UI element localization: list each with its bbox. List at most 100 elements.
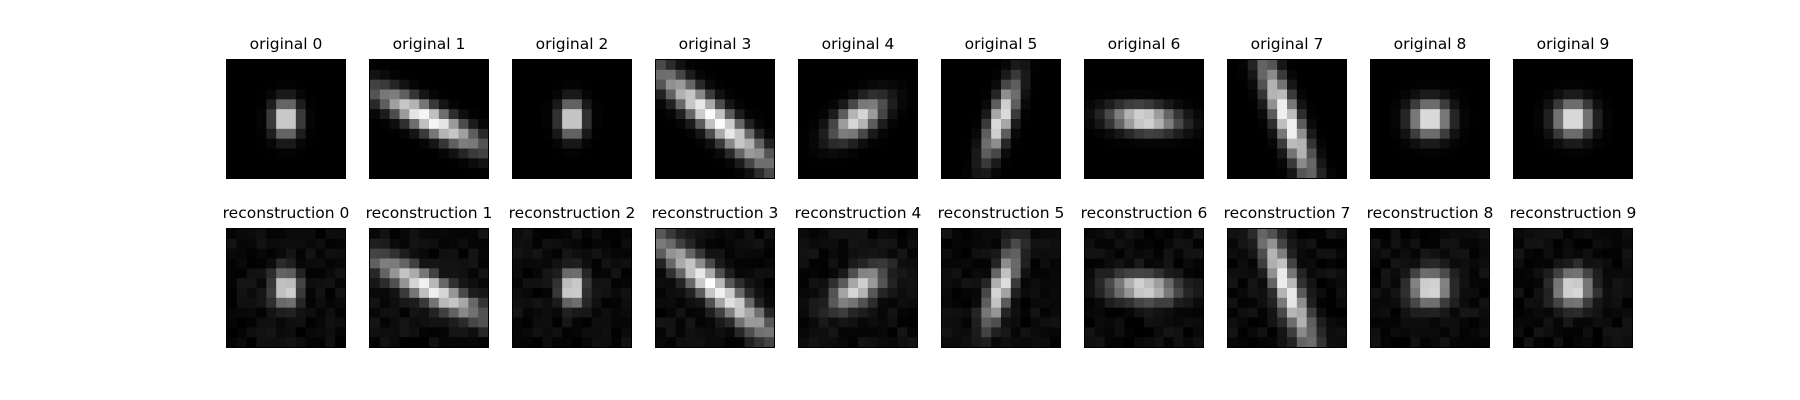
pixel (295, 69, 307, 81)
pixel (1144, 79, 1155, 90)
pixel (734, 138, 745, 149)
pixel (246, 168, 257, 178)
pixel-grid (656, 60, 774, 178)
pixel (705, 109, 716, 120)
pixel (1114, 79, 1125, 90)
panel-title: original 1 (392, 35, 466, 53)
pixel (744, 109, 755, 120)
pixel (542, 337, 553, 347)
pixel (419, 288, 430, 299)
pixel (754, 79, 765, 90)
pixel (1479, 268, 1489, 279)
pixel (276, 337, 287, 347)
pixel (1050, 278, 1060, 289)
pixel (325, 268, 336, 279)
pixel (399, 128, 410, 140)
pixel (286, 248, 297, 259)
pixel (335, 229, 345, 240)
pixel (1030, 119, 1041, 130)
pixel (335, 158, 345, 169)
pixel (799, 238, 810, 250)
pixel (419, 229, 430, 240)
pixel (325, 327, 336, 338)
pixel (1533, 258, 1544, 269)
pixel (724, 258, 736, 269)
pixel (562, 99, 573, 110)
pixel (1553, 278, 1564, 289)
pixel (1183, 60, 1194, 71)
pixel (295, 128, 307, 140)
pixel (1277, 268, 1288, 279)
pixel (246, 268, 257, 279)
pixel (685, 119, 696, 130)
pixel (848, 307, 859, 318)
pixel (1533, 128, 1544, 140)
pixel (1237, 69, 1249, 81)
pixel (276, 288, 287, 299)
pixel (601, 89, 612, 100)
pixel (764, 238, 774, 250)
pixel (828, 158, 839, 169)
pixel (887, 278, 898, 289)
pixel (1287, 138, 1298, 149)
pixel (335, 69, 345, 81)
pixel (1622, 79, 1632, 90)
pixel (808, 258, 820, 269)
pixel (1001, 89, 1012, 100)
reconstruction-panel-2: reconstruction 2 (509, 204, 635, 348)
pixel (429, 148, 440, 159)
pixel (276, 148, 287, 159)
pixel (1543, 79, 1554, 90)
pixel (246, 229, 257, 240)
pixel (1306, 278, 1317, 289)
pixel (1257, 248, 1268, 259)
pixel (1602, 268, 1613, 279)
pixel (1287, 258, 1298, 269)
pixel (1523, 268, 1535, 279)
pixel (744, 119, 755, 130)
pixel (1173, 168, 1184, 178)
pixel (572, 109, 583, 120)
pixel (1316, 288, 1327, 299)
pixel (295, 248, 307, 259)
pixel (961, 99, 972, 110)
pixel (1533, 268, 1544, 279)
pixel (1114, 307, 1125, 318)
pixel (1104, 69, 1115, 81)
pixel (1085, 158, 1096, 169)
pixel (1514, 268, 1525, 279)
pixel (1371, 288, 1382, 299)
pixel (1469, 229, 1480, 240)
pixel (675, 89, 686, 100)
pixel (286, 79, 297, 90)
pixel (1030, 148, 1041, 159)
pixel (695, 119, 706, 130)
pixel (1173, 89, 1184, 100)
pixel (1543, 69, 1554, 81)
pixel (1163, 79, 1174, 90)
pixel (981, 119, 992, 130)
pixel (1030, 268, 1041, 279)
pixel (1371, 278, 1382, 289)
pixel (1228, 99, 1239, 110)
pixel (1602, 119, 1613, 130)
pixel (665, 168, 677, 178)
pixel (744, 288, 755, 299)
pixel (266, 119, 277, 130)
pixel (1287, 317, 1298, 328)
pixel (1420, 158, 1431, 169)
pixel (1094, 317, 1106, 328)
pixel (286, 119, 297, 130)
pixel (266, 278, 277, 289)
pixel (991, 337, 1002, 347)
pixel (808, 60, 820, 71)
pixel (572, 327, 583, 338)
pixel (1430, 238, 1441, 250)
pixel (1183, 297, 1194, 309)
pixel (246, 128, 257, 140)
pixel (468, 238, 479, 250)
pixel (1459, 128, 1470, 140)
pixel (601, 69, 612, 81)
pixel (1543, 268, 1554, 279)
pixel (1144, 327, 1155, 338)
